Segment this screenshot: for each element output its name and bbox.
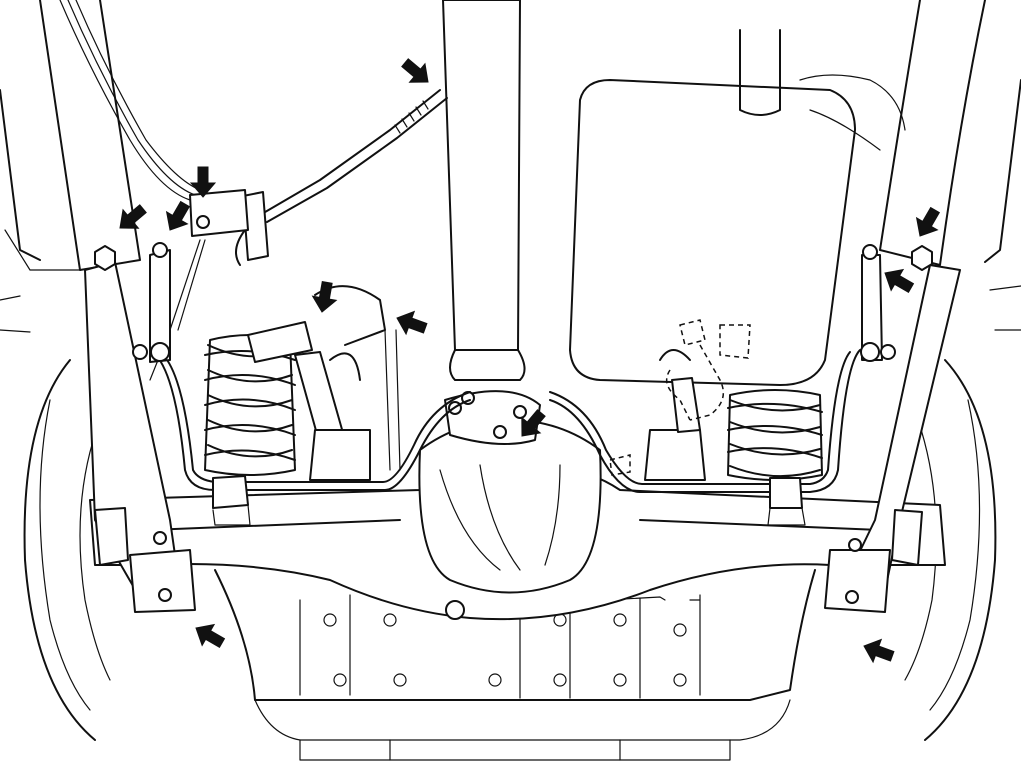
- indicator-arrow-shock-upper-mount: [311, 281, 338, 313]
- propeller-shaft: [442, 0, 526, 381]
- right-shock-absorber: [644, 349, 706, 481]
- indicator-arrow-right-lower-mount: [863, 638, 895, 664]
- stabilizer-bar: [149, 349, 861, 526]
- body-floor: [0, 285, 1021, 761]
- left-lower-arm: [84, 261, 196, 613]
- handbrake-cable: [149, 89, 448, 381]
- indicator-arrow-left-upper-link-bolt: [165, 200, 191, 231]
- indicator-arrow-left-lower-mount: [195, 623, 226, 649]
- left-body-rail: [0, 0, 141, 271]
- left-coil-spring: [204, 334, 296, 476]
- right-lower-arm: [824, 264, 961, 613]
- indicator-arrow-right-upper-nut: [915, 206, 941, 237]
- right-rear-wheel: [904, 359, 997, 741]
- right-upper-link: [860, 244, 883, 362]
- left-shock-absorber: [247, 285, 401, 481]
- indicator-arrow-handbrake-cable-end: [401, 58, 429, 83]
- right-body-rail: [879, 0, 1021, 266]
- right-coil-spring: [727, 389, 823, 481]
- indicator-arrow-right-upper-link-bolt: [884, 268, 915, 294]
- left-upper-link: [149, 242, 171, 363]
- rear-axle-housing: [89, 390, 946, 621]
- rail-nuts: [94, 245, 933, 360]
- exhaust-hanger-hidden: [609, 319, 751, 476]
- indicator-arrow-bracket-clip: [396, 310, 428, 336]
- brake-lines: [59, 0, 201, 201]
- muffler: [569, 29, 906, 386]
- indicator-arrow-differential-bolt: [521, 409, 546, 437]
- indicator-arrow-cable-bracket-bolt: [189, 166, 217, 198]
- indicator-arrows: [119, 58, 941, 664]
- left-rear-wheel: [23, 359, 111, 741]
- indicator-arrow-left-upper-nut: [119, 204, 147, 229]
